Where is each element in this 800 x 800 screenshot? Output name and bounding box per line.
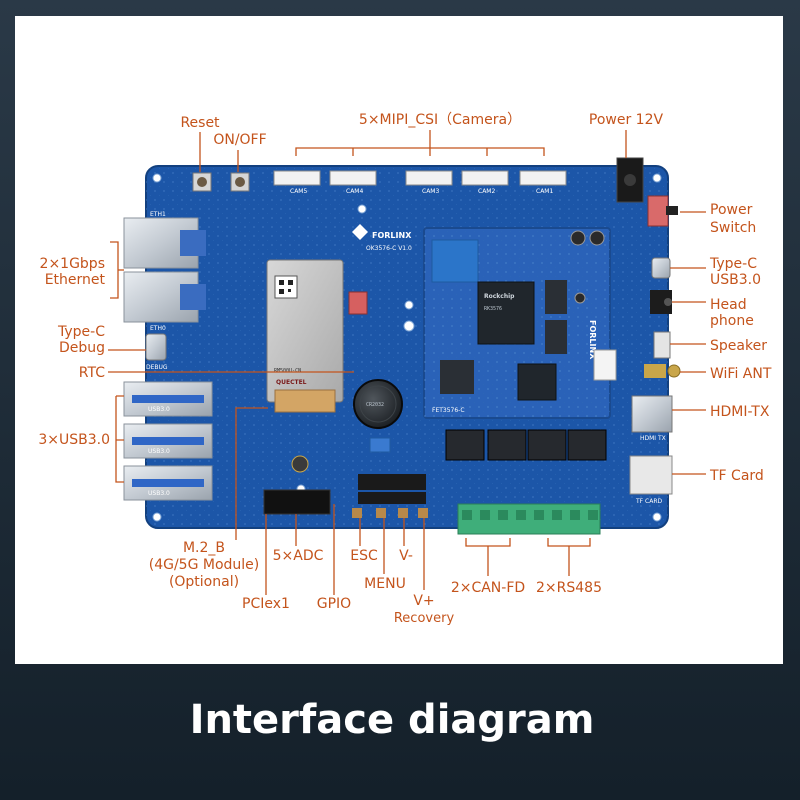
power-input [616, 157, 678, 227]
camera-connectors: CAM5 CAM4 CAM3 CAM2 CAM1 [273, 170, 567, 195]
label-can-fd: 2×CAN-FD [451, 580, 525, 596]
label-esc: ESC [350, 548, 378, 564]
label-pciex1: PCIex1 [242, 596, 290, 612]
label-gpio: GPIO [317, 596, 351, 612]
terminal-blocks [457, 503, 601, 535]
coin-cell-text: CR2032 [366, 402, 384, 408]
soc-part-text: RK3576 [484, 306, 502, 312]
label-headphone-1: Head [710, 297, 747, 313]
soc-brand-text: Rockchip [484, 293, 515, 300]
label-on-off: ON/OFF [213, 132, 266, 148]
label-power-12v: Power 12V [589, 112, 664, 128]
cam3-silk: CAM3 [422, 188, 439, 195]
usb-silk-1: USB3.0 [148, 406, 170, 413]
usb-silk-2: USB3.0 [148, 448, 170, 455]
page-title: Interface diagram [190, 697, 595, 743]
cam5-silk: CAM5 [290, 188, 307, 195]
hdmi-silk: HDMI TX [640, 435, 666, 442]
label-m2b-1: M.2_B [183, 540, 225, 556]
label-power-switch-1: Power [710, 202, 753, 218]
leader-lines [108, 130, 706, 595]
dip-switch [348, 291, 368, 315]
right-connectors: HDMI TX TF CARD [593, 257, 681, 505]
forlinx-logo-icon [352, 224, 368, 240]
label-rtc: RTC [79, 365, 105, 381]
board-brand-text: FORLINX [372, 231, 412, 240]
label-recovery: Recovery [394, 611, 455, 626]
label-speaker: Speaker [710, 338, 767, 354]
label-adc: 5×ADC [273, 548, 324, 564]
label-menu: MENU [364, 576, 406, 592]
label-hdmi-tx: HDMI-TX [710, 404, 770, 420]
label-ethernet-1: 2×1Gbps [40, 256, 105, 272]
core-module: Rockchip RK3576 FORLINX FET3576-C [423, 227, 611, 419]
eth0-silk: ETH0 [150, 325, 166, 332]
relays [445, 429, 607, 461]
buttons [192, 172, 250, 192]
tf-silk: TF CARD [635, 498, 662, 505]
debug-port: DEBUG [145, 333, 168, 371]
cam4-silk: CAM4 [346, 188, 363, 195]
callout-labels: Reset ON/OFF 5×MIPI_CSI（Camera） Power 12… [38, 112, 771, 626]
board-model-text: OK3576-C V1.0 [366, 245, 412, 252]
som-brand-text: FORLINX [588, 320, 597, 360]
label-headphone-2: phone [710, 313, 754, 329]
label-typec-debug-2: Debug [59, 340, 105, 356]
label-mipi-csi: 5×MIPI_CSI（Camera） [359, 112, 521, 128]
capacitors [291, 230, 605, 473]
label-reset: Reset [180, 115, 220, 131]
board-brand: FORLINX OK3576-C V1.0 [352, 224, 412, 252]
label-typec-usb-1: Type-C [709, 256, 757, 272]
label-m2b-3: (Optional) [169, 574, 239, 590]
ethernet-jacks: ETH1 ETH0 [123, 211, 206, 332]
label-wifi-ant: WiFi ANT [710, 366, 772, 382]
module-brand-text: QUECTEL [276, 379, 307, 386]
usb-ports: USB3.0 USB3.0 USB3.0 [123, 381, 213, 501]
label-typec-usb-2: USB3.0 [710, 272, 761, 288]
bottom-headers [263, 437, 428, 518]
label-m2b-2: (4G/5G Module) [149, 557, 260, 573]
som-model-text: FET3576-C [432, 407, 465, 414]
label-usb3: 3×USB3.0 [38, 432, 110, 448]
label-tf-card: TF Card [709, 468, 764, 484]
label-ethernet-2: Ethernet [45, 272, 106, 288]
rtc-battery: CR2032 [353, 379, 403, 429]
cam2-silk: CAM2 [478, 188, 495, 195]
label-rs485: 2×RS485 [536, 580, 602, 596]
label-v-plus: V+ [413, 593, 434, 609]
label-v-minus: V- [399, 548, 413, 564]
label-typec-debug-1: Type-C [57, 324, 105, 340]
eth1-silk: ETH1 [150, 211, 166, 218]
debug-silk: DEBUG [146, 364, 168, 371]
module-part-text: RM500U-CN [274, 368, 301, 374]
usb-silk-3: USB3.0 [148, 490, 170, 497]
label-power-switch-2: Switch [710, 220, 756, 236]
m2-module: RM500U-CN QUECTEL [266, 259, 344, 413]
cam1-silk: CAM1 [536, 188, 553, 195]
